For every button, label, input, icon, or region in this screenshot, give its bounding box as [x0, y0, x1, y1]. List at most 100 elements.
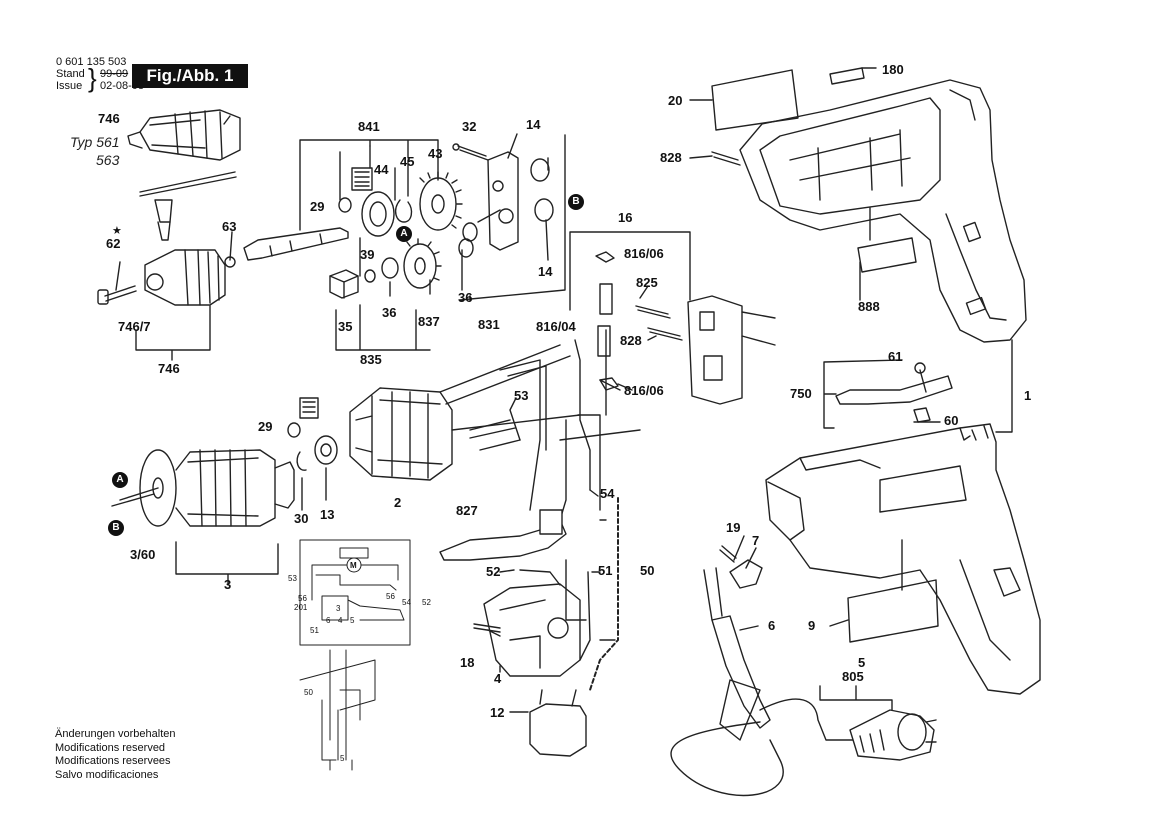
label-13: 13	[320, 507, 335, 522]
marker-b-bearing: B	[568, 194, 584, 210]
label-827: 827	[456, 503, 478, 518]
label-6: 6	[768, 618, 776, 633]
schematic-3: 3	[336, 604, 341, 613]
label-888	[857, 237, 917, 273]
stand-date: 99-09	[100, 68, 129, 80]
gear-837	[381, 238, 442, 289]
screw-18	[473, 623, 501, 633]
strain-relief-7	[719, 545, 763, 589]
label-816-06-top: 816/06	[624, 246, 664, 261]
cable-sleeve-6	[703, 567, 771, 741]
label-plate-180	[829, 67, 865, 85]
label-828-top: 828	[660, 150, 682, 165]
armature-3	[111, 449, 295, 527]
footer-line-de: Änderungen vorbehalten	[55, 728, 176, 740]
label-828-mid: 828	[620, 333, 642, 348]
ball-bearing-44	[351, 167, 395, 237]
washer-29-mid	[287, 422, 301, 438]
label-841: 841	[358, 119, 380, 134]
label-53: 53	[514, 388, 529, 403]
label-29-top: 29	[310, 199, 325, 214]
label-51: 51	[598, 563, 613, 578]
label-60: 60	[944, 413, 959, 428]
label-2: 2	[394, 495, 402, 510]
label-831: 831	[478, 317, 500, 332]
label-52: 52	[486, 564, 501, 579]
washer-39	[364, 269, 376, 283]
issue-label: Issue	[56, 80, 83, 92]
label-825: 825	[636, 275, 658, 290]
label-4: 4	[494, 671, 502, 686]
part-number: 0 601 135 503	[56, 56, 127, 68]
footer-line-es: Salvo modificaciones	[55, 768, 159, 781]
gear-43	[419, 171, 463, 231]
capacitor-12	[529, 689, 587, 757]
screw-825	[635, 305, 671, 319]
label-36-left: 36	[382, 305, 397, 320]
footer-line-en: Modifications reserved	[55, 741, 166, 754]
label-12: 12	[490, 705, 505, 720]
gear-plate-831	[458, 151, 519, 258]
lever-827	[439, 509, 567, 561]
schematic-50: 50	[304, 688, 313, 697]
label-plate-9	[847, 579, 939, 643]
switch-lock-750	[835, 362, 953, 423]
key-chuck-746-7	[97, 249, 236, 306]
field-stator-2	[349, 344, 581, 481]
power-cable-5	[670, 698, 861, 797]
label-3-60: 3/60	[130, 547, 156, 562]
label-29-mid: 29	[258, 419, 273, 434]
plug-805	[849, 709, 937, 761]
screw-32	[452, 143, 489, 161]
schematic-5b: 5	[340, 754, 345, 763]
part-35-block	[329, 269, 359, 299]
label-7: 7	[752, 533, 760, 548]
label-20: 20	[668, 93, 683, 108]
wiring-schematic	[299, 539, 411, 771]
label-35: 35	[338, 319, 353, 334]
label-63: 63	[222, 219, 237, 234]
bearing-13	[299, 397, 338, 465]
label-750: 750	[790, 386, 812, 401]
label-18: 18	[460, 655, 475, 670]
label-746-bottom: 746	[158, 361, 180, 376]
keyless-chuck-746	[127, 109, 241, 161]
type-label: Typ 561	[70, 134, 120, 150]
sleeve-bearing-14	[530, 158, 554, 222]
label-19: 19	[726, 520, 741, 535]
label-14-top: 14	[526, 117, 541, 132]
label-39: 39	[360, 247, 375, 262]
schematic-54: 54	[402, 598, 411, 607]
label-16: 16	[618, 210, 633, 225]
label-32: 32	[462, 119, 477, 134]
type-label-2: 563	[96, 152, 120, 168]
label-44: 44	[374, 162, 389, 177]
schematic-53: 53	[288, 574, 297, 583]
carbon-brushes-816	[595, 251, 619, 391]
label-888: 888	[858, 299, 880, 314]
washer-29-top	[338, 197, 352, 213]
label-61: 61	[888, 349, 903, 364]
schematic-56b: 56	[386, 592, 395, 601]
star-icon: ★	[112, 225, 122, 237]
marker-b-armature: B	[108, 520, 124, 536]
label-837: 837	[418, 314, 440, 329]
footer-notes: Änderungen vorbehalten Modifications res…	[55, 728, 175, 782]
label-45: 45	[400, 154, 415, 169]
brush-holder-16	[687, 295, 776, 405]
label-180: 180	[882, 62, 904, 77]
label-43: 43	[428, 146, 443, 161]
label-54: 54	[600, 486, 615, 501]
marker-a-armature: A	[112, 472, 128, 488]
schematic-4: 4	[338, 616, 343, 625]
chuck-key	[139, 171, 237, 241]
marker-a-gear: A	[396, 226, 412, 242]
label-plate-20	[711, 69, 799, 131]
schematic-56a: 56	[298, 594, 307, 603]
stand-label: Stand	[56, 68, 85, 80]
schematic-51: 51	[310, 626, 319, 635]
schematic-motor: M	[350, 561, 357, 570]
label-746-7: 746/7	[118, 319, 151, 334]
label-9: 9	[808, 618, 816, 633]
